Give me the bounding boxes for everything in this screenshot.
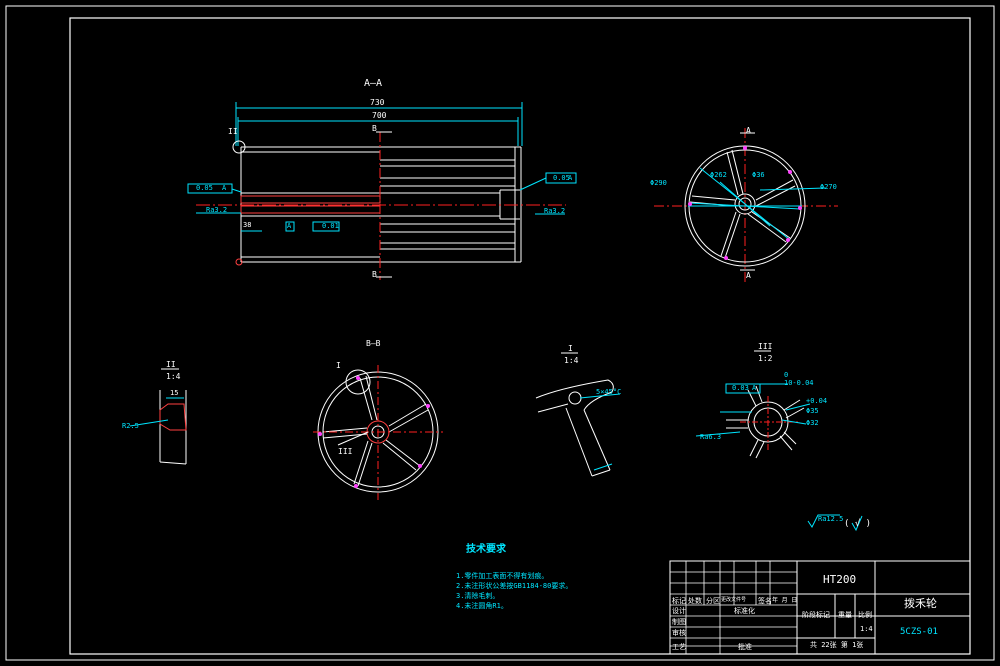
flatness-tolerance: 0.01 bbox=[322, 222, 339, 230]
detail-ii-scale: 1:4 bbox=[166, 372, 181, 381]
section-aa-title: A—A bbox=[364, 78, 383, 89]
tb-header-mark: 标记 bbox=[672, 597, 686, 605]
cut-a-top-label: A bbox=[746, 126, 751, 135]
detail-iii-dim-shaft: Φ35 bbox=[806, 407, 819, 415]
runout-tolerance-left: 0.05 bbox=[196, 184, 213, 192]
tb-role-design: 设计 bbox=[672, 607, 686, 615]
detail-iii-dim-top: 0 bbox=[784, 371, 789, 379]
detail-iii-dim-fit: 10-0.04 bbox=[784, 379, 814, 387]
tb-approve-label: 批准 bbox=[738, 643, 752, 651]
dim-overall-length: 730 bbox=[370, 98, 385, 107]
detail-i-title: I bbox=[568, 344, 573, 353]
tb-stage-label: 阶段标记 bbox=[802, 611, 830, 619]
detail-i-chamfer: 5×45°C bbox=[596, 388, 622, 396]
cut-b-bottom-label: B bbox=[372, 270, 377, 279]
detail-i-marker: I bbox=[336, 361, 341, 370]
tech-req-item: 4.未注圆角R1。 bbox=[456, 602, 508, 610]
tb-part-name: 拨禾轮 bbox=[904, 597, 937, 610]
cut-b-top-label: B bbox=[372, 124, 377, 133]
detail-ii-view bbox=[129, 368, 187, 465]
tech-requirements-title: 技术要求 bbox=[466, 544, 506, 555]
detail-iii-view bbox=[695, 350, 811, 459]
tb-header-zone: 分区 bbox=[706, 597, 720, 605]
dim-inner-length: 700 bbox=[372, 111, 387, 120]
roughness-left: Ra3.2 bbox=[206, 206, 228, 214]
general-roughness-value: Ra12.5 bbox=[818, 515, 844, 523]
tb-header-date: 年 月 日 bbox=[772, 597, 798, 604]
datum-a-box: A bbox=[287, 222, 292, 230]
dim-phi-270: Φ270 bbox=[820, 183, 837, 191]
detail-ii-title: II bbox=[166, 360, 176, 369]
section-bb-view bbox=[313, 365, 443, 500]
detail-iii-scale: 1:2 bbox=[758, 354, 773, 363]
title-block bbox=[669, 560, 971, 655]
tech-req-item: 1.零件加工表面不得有划痕。 bbox=[456, 572, 549, 580]
runout-datum-left: A bbox=[222, 184, 227, 192]
tech-req-item: 2.未注形状公差按GB1184-80要求。 bbox=[456, 582, 573, 590]
tech-req-item: 3.清除毛刺。 bbox=[456, 592, 500, 600]
dim-phi-290: Φ290 bbox=[650, 179, 667, 187]
tb-material: HT200 bbox=[823, 573, 857, 586]
runout-datum-right: A bbox=[568, 174, 573, 182]
inner-border bbox=[69, 17, 971, 655]
tb-drawing-number: 5CZS-01 bbox=[900, 627, 938, 637]
dim-phi-262: Φ262 bbox=[710, 171, 727, 179]
cut-a-bottom-label: A bbox=[746, 271, 751, 280]
tb-header-sign: 签名 bbox=[758, 597, 772, 605]
dim-small: 38 bbox=[243, 221, 252, 229]
tb-weight-label: 重量 bbox=[838, 611, 852, 619]
roughness-right: Ra3.2 bbox=[544, 207, 566, 215]
general-roughness-symbol bbox=[807, 514, 863, 532]
tb-role-review: 审核 bbox=[672, 629, 686, 637]
detail-ii-dim: 15 bbox=[170, 389, 179, 397]
tb-scale-label: 比例 bbox=[858, 611, 872, 619]
tb-role-draft: 制图 bbox=[672, 618, 686, 626]
general-roughness-bracket: ( √ ) bbox=[844, 519, 872, 529]
end-view bbox=[654, 128, 838, 282]
detail-ii-marker: II bbox=[228, 127, 238, 136]
tb-header-change-doc: 更改文件号 bbox=[721, 597, 747, 603]
tb-scale-value: 1:4 bbox=[860, 625, 873, 633]
tech-requirements-list: 1.零件加工表面不得有划痕。 2.未注形状公差按GB1184-80要求。 3.清… bbox=[456, 571, 572, 611]
detail-iii-roughness: Ra6.3 bbox=[700, 433, 722, 441]
tb-header-count: 处数 bbox=[688, 597, 702, 605]
tb-sheet-info: 共 22张 第 1张 bbox=[810, 641, 864, 649]
section-aa-view bbox=[187, 102, 577, 280]
tb-role-process: 工艺 bbox=[672, 643, 686, 651]
dim-phi-36: Φ36 bbox=[752, 171, 765, 179]
detail-ii-radius: R2.5 bbox=[122, 422, 139, 430]
outer-border bbox=[5, 5, 995, 661]
detail-iii-dim-dev: +0.04 bbox=[806, 397, 828, 405]
detail-iii-title: III bbox=[758, 342, 773, 351]
detail-iii-marker: III bbox=[338, 447, 353, 456]
tb-std-label: 标准化 bbox=[734, 607, 755, 615]
detail-iii-sym-tol: 0.03 bbox=[732, 384, 749, 392]
detail-i-view bbox=[535, 352, 621, 477]
runout-tolerance-right: 0.05 bbox=[553, 174, 570, 182]
section-bb-title: B—B bbox=[366, 339, 381, 348]
detail-iii-sym-datum: A bbox=[752, 384, 757, 392]
detail-i-scale: 1:4 bbox=[564, 356, 579, 365]
detail-iii-dim-d: Φ32 bbox=[806, 419, 819, 427]
